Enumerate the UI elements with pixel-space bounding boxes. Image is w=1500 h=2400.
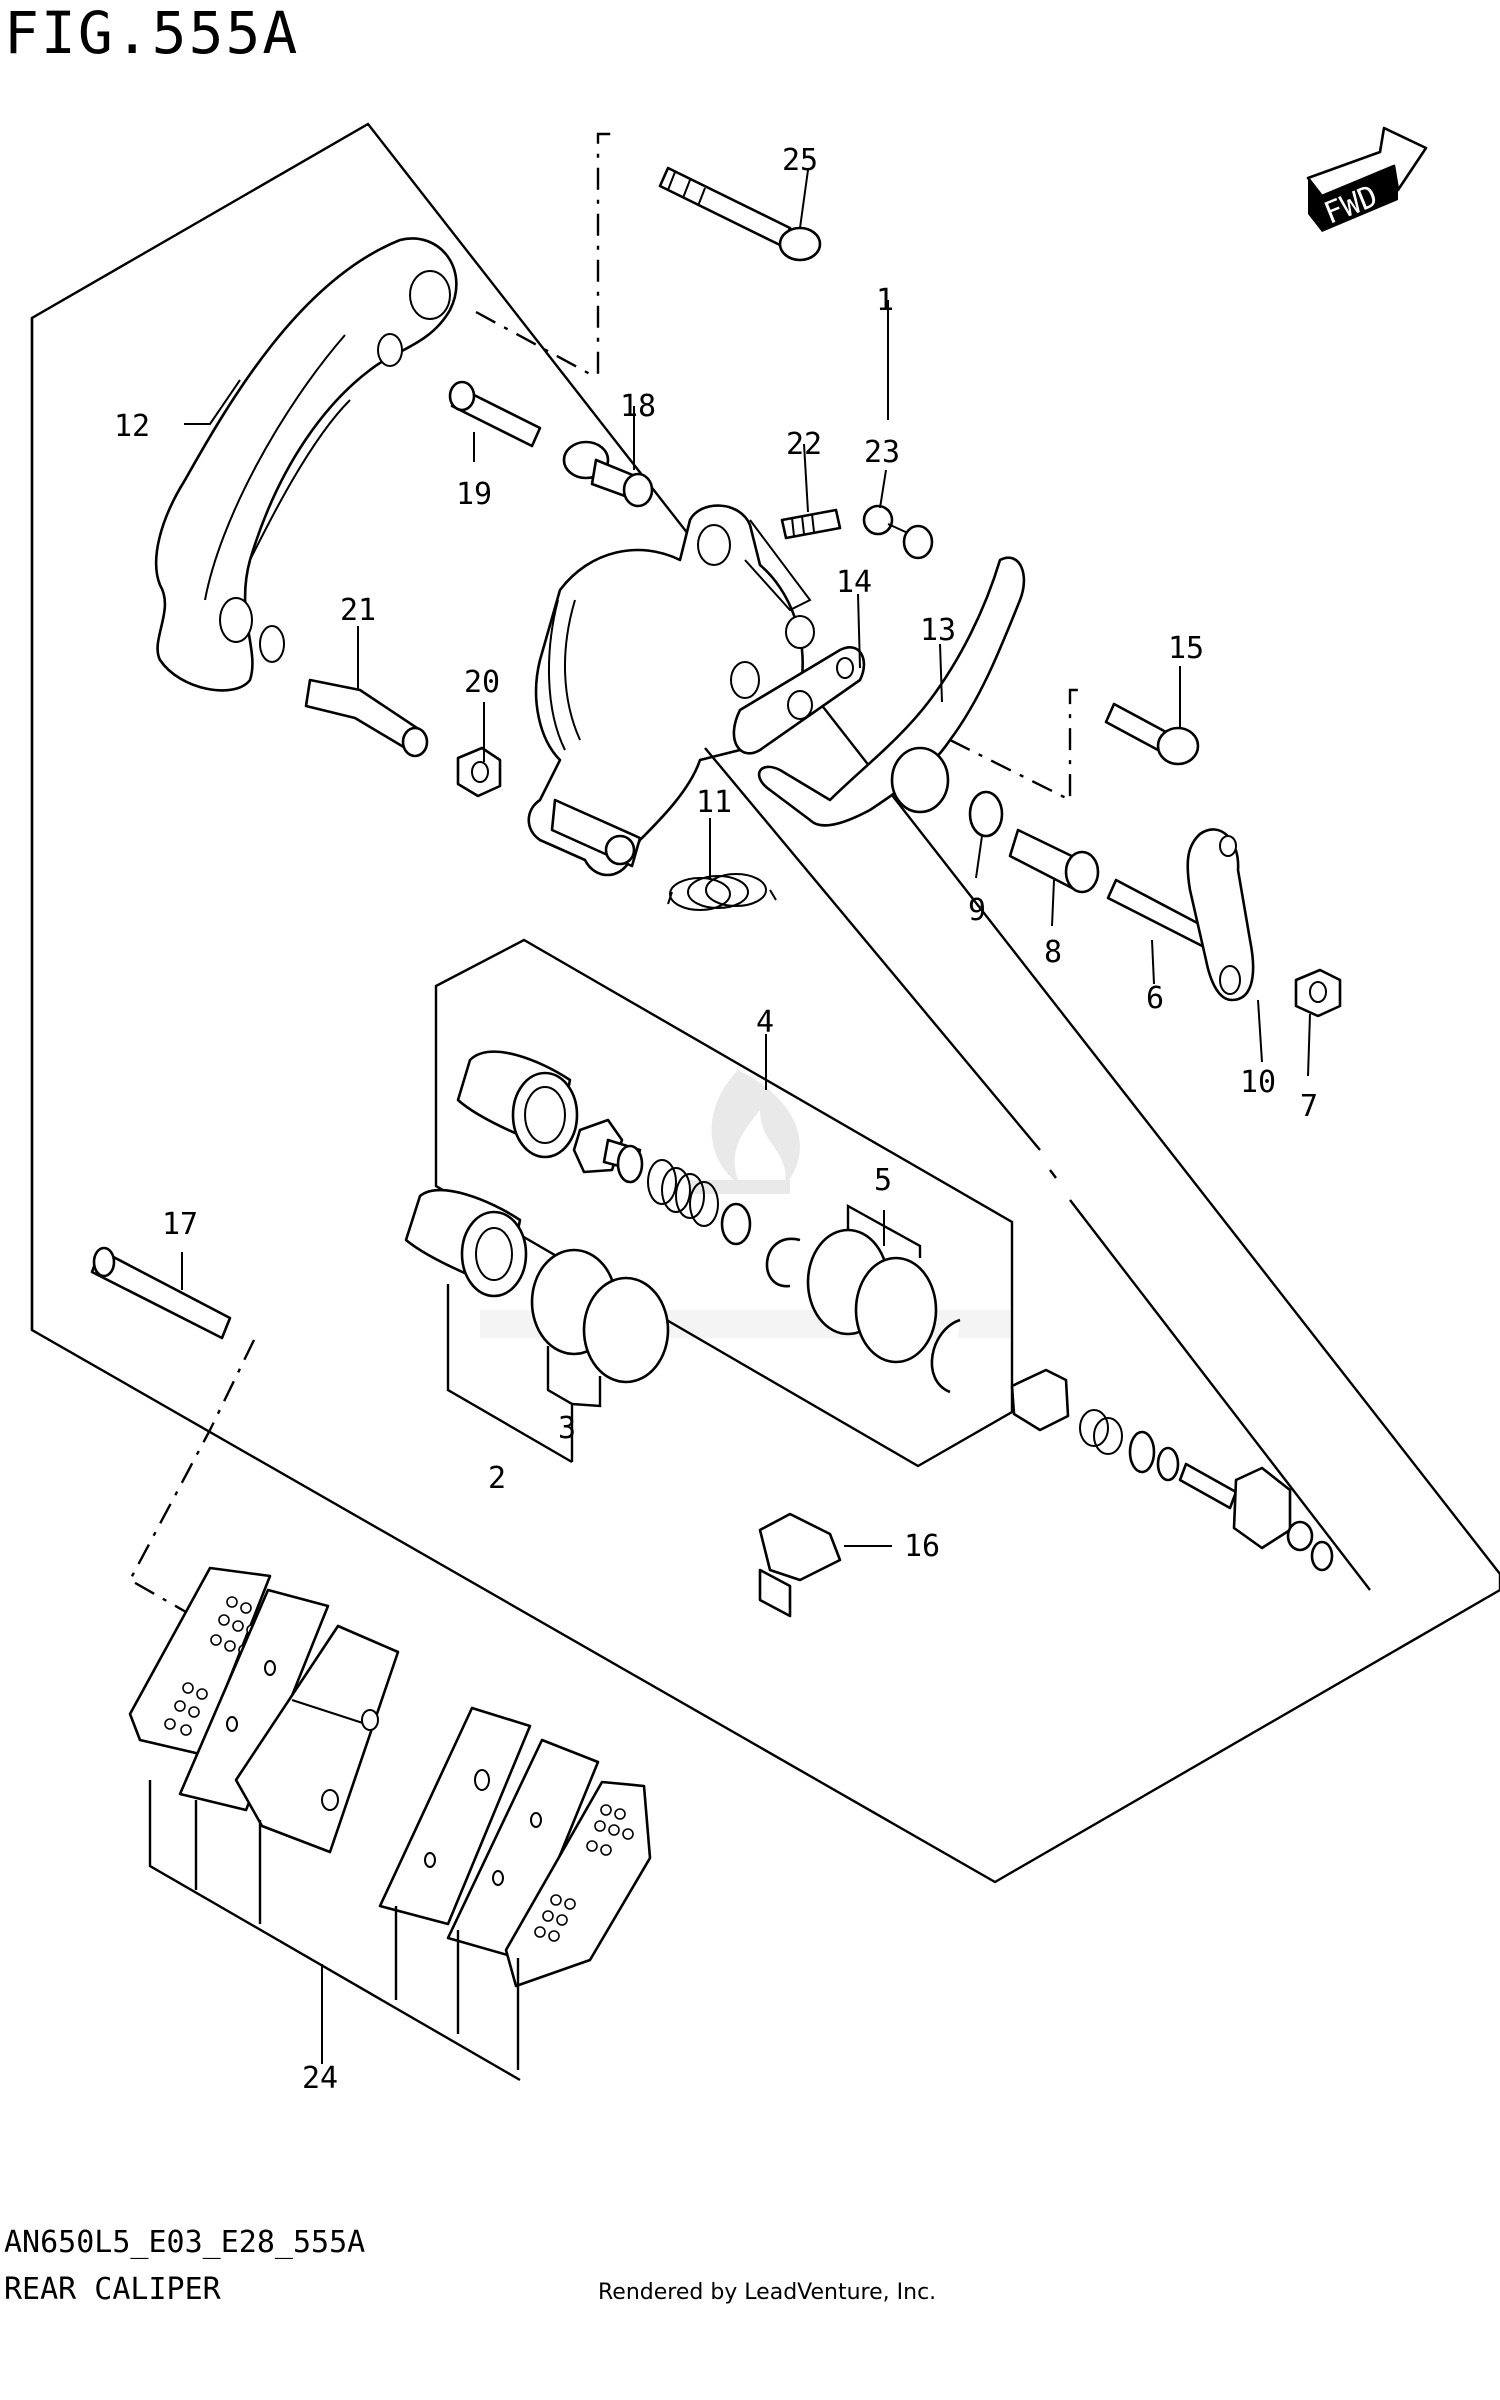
callout-23: 23 — [864, 435, 900, 470]
section-title: REAR CALIPER — [4, 2272, 221, 2307]
callout-17: 17 — [162, 1207, 198, 1242]
piston-kit-box — [434, 938, 1014, 1468]
callout-24: 24 — [302, 2061, 338, 2096]
callout-labels: 1 2 3 4 5 6 7 8 9 10 11 12 13 14 15 16 1… — [114, 143, 1318, 2096]
callout-12: 12 — [114, 409, 150, 444]
part-15-bolt — [1104, 702, 1200, 766]
callout-20: 20 — [464, 665, 500, 700]
leader-25 — [475, 132, 612, 376]
part-20-nut — [456, 746, 502, 798]
callout-10: 10 — [1240, 1065, 1276, 1100]
callout-4: 4 — [756, 1005, 774, 1040]
part-17-pin — [90, 1246, 232, 1340]
part-3-seal-b — [582, 1276, 670, 1384]
part-adjuster-assembly — [1010, 1368, 1334, 1572]
leader-15 — [949, 688, 1080, 802]
callout-15: 15 — [1168, 631, 1204, 666]
callout-22: 22 — [786, 427, 822, 462]
part-2-piston — [404, 1188, 528, 1298]
part-23-cap — [862, 504, 934, 560]
part-4-circlip — [930, 1318, 961, 1394]
bracket-2 — [446, 1284, 573, 1464]
part-4-guide — [572, 1118, 644, 1184]
part-8-adjuster — [1008, 828, 1100, 894]
figure-title: FIG.555A — [4, 0, 300, 67]
part-24-pad-2 — [234, 1624, 400, 1854]
part-1-caliper-body — [527, 504, 815, 877]
part-7-nut — [1294, 968, 1342, 1018]
axis-line-lower — [1069, 1199, 1371, 1591]
callout-13: 13 — [920, 613, 956, 648]
bracket-3a — [546, 1346, 574, 1462]
callout-1: 1 — [876, 283, 894, 318]
part-10-lever — [1186, 828, 1255, 1002]
part-22-bleeder — [780, 508, 842, 540]
part-24-pad-4 — [504, 1780, 652, 1988]
callout-18: 18 — [620, 389, 656, 424]
part-14-plate — [732, 646, 866, 755]
bracket-24-branches — [194, 1800, 520, 2070]
part-13-arm — [757, 556, 1026, 827]
callout-21: 21 — [340, 593, 376, 628]
callout-leaders — [181, 169, 1311, 2064]
axis-line-upper — [704, 747, 1041, 1151]
part-4-spring — [647, 1159, 719, 1227]
callout-16: 16 — [904, 1529, 940, 1564]
part-4-clip — [765, 1237, 801, 1288]
render-credit: Rendered by LeadVenture, Inc. — [598, 2280, 937, 2305]
callout-3: 3 — [558, 1411, 576, 1446]
callout-2: 2 — [488, 1461, 506, 1496]
callout-9: 9 — [968, 893, 986, 928]
part-19-bolt — [448, 380, 542, 448]
bracket-24 — [148, 1780, 521, 2082]
part-21-pin — [304, 678, 429, 758]
part-4-piston — [456, 1050, 579, 1159]
bracket-3b — [571, 1376, 602, 1408]
callout-11: 11 — [696, 785, 732, 820]
callout-5: 5 — [874, 1163, 892, 1198]
callout-8: 8 — [1044, 935, 1062, 970]
fwd-arrow-icon: FWD — [1306, 126, 1428, 232]
callout-7: 7 — [1300, 1089, 1318, 1124]
callout-6: 6 — [1146, 981, 1164, 1016]
part-25-bolt — [658, 166, 822, 262]
part-9-o-ring — [968, 790, 1004, 838]
part-11-spring — [667, 873, 777, 911]
part-24-shim-1 — [178, 1588, 330, 1812]
part-12-bracket — [154, 237, 458, 692]
model-code: AN650L5_E03_E28_555A — [4, 2225, 366, 2260]
leader-17-dash — [128, 1339, 256, 1614]
part-4-washer — [720, 1202, 752, 1246]
callout-19: 19 — [456, 477, 492, 512]
callout-14: 14 — [836, 565, 872, 600]
part-5-seal-b — [854, 1256, 938, 1364]
part-18-pin — [562, 440, 654, 508]
callout-25: 25 — [782, 143, 818, 178]
part-24-shim-2 — [378, 1706, 532, 1926]
part-16-clip — [758, 1512, 842, 1618]
